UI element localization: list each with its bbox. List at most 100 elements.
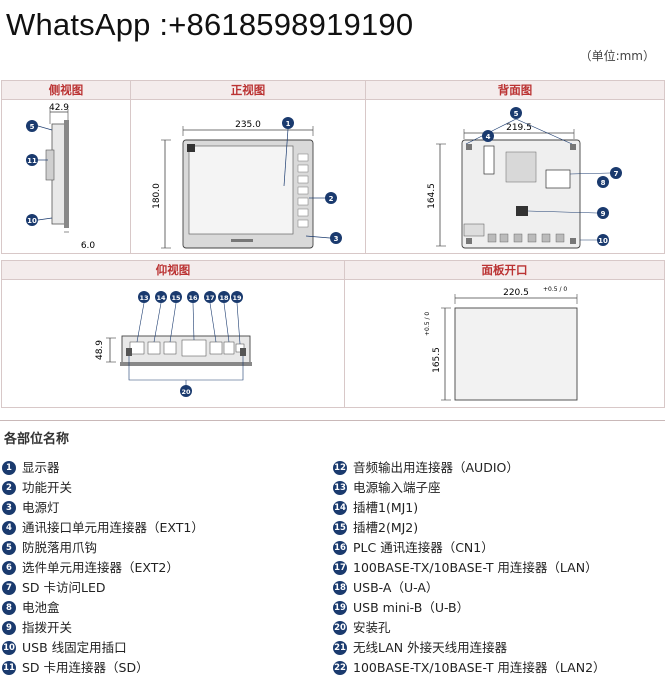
part-label: 电源灯 <box>22 500 60 515</box>
part-label: USB-A（U-A） <box>353 580 439 595</box>
back-callout-4: 4 <box>486 133 491 141</box>
part-label: 防脱落用爪钩 <box>22 540 98 555</box>
part-number-badge: 8 <box>2 601 16 615</box>
back-view-title: 背面图 <box>366 81 664 100</box>
part-label: PLC 通讯连接器（CN1） <box>353 540 494 555</box>
side-callout-10: 10 <box>27 217 37 225</box>
part-number-badge: 9 <box>2 621 16 635</box>
part-item: 15 插槽2(MJ2) <box>333 518 606 538</box>
bottom-callout-19: 19 <box>232 294 242 302</box>
side-dim-bottom: 6.0 <box>81 241 96 251</box>
part-number-badge: 22 <box>333 661 347 675</box>
side-view-panel: 侧视图 42.9 6.0 5 11 10 <box>1 80 131 254</box>
part-number-badge: 17 <box>333 561 347 575</box>
back-dim-height: 164.5 <box>427 183 437 209</box>
side-callout-11: 11 <box>27 157 37 165</box>
part-item: 17 100BASE-TX/10BASE-T 用连接器（LAN） <box>333 558 606 578</box>
bottom-callout-17: 17 <box>205 294 214 302</box>
part-number-badge: 11 <box>2 661 16 675</box>
part-item: 5 防脱落用爪钩 <box>2 538 204 558</box>
cutout-dim-width: 220.5 <box>503 288 529 298</box>
back-view-drawing: 219.5 164.5 5 4 7 8 9 10 <box>427 107 622 249</box>
part-item: 18 USB-A（U-A） <box>333 578 606 598</box>
side-callout-5: 5 <box>30 123 35 131</box>
front-callout-2: 2 <box>329 195 334 203</box>
bottom-view-title: 仰视图 <box>2 261 344 280</box>
part-number-badge: 16 <box>333 541 347 555</box>
cutout-dim-width-tol: +0.5 / 0 <box>543 286 567 293</box>
part-number-badge: 6 <box>2 561 16 575</box>
front-dim-height: 180.0 <box>152 183 162 209</box>
part-item: 8 电池盒 <box>2 598 204 618</box>
part-number-badge: 19 <box>333 601 347 615</box>
bottom-dim-height: 48.9 <box>95 340 105 360</box>
part-item: 20 安装孔 <box>333 618 606 638</box>
part-number-badge: 7 <box>2 581 16 595</box>
part-label: 选件单元用连接器（EXT2） <box>22 560 179 575</box>
side-dim-top: 42.9 <box>49 103 69 113</box>
part-number-badge: 3 <box>2 501 16 515</box>
front-view-title: 正视图 <box>131 81 365 100</box>
part-label: 功能开关 <box>22 480 73 495</box>
part-number-badge: 18 <box>333 581 347 595</box>
part-number-badge: 10 <box>2 641 16 655</box>
bottom-callout-13: 13 <box>139 294 148 302</box>
back-callout-5: 5 <box>514 110 519 118</box>
part-item: 19 USB mini-B（U-B） <box>333 598 606 618</box>
part-label: USB mini-B（U-B） <box>353 600 470 615</box>
part-item: 1 显示器 <box>2 458 204 478</box>
back-dim-width: 219.5 <box>506 123 532 133</box>
bottom-view-panel: 仰视图 48.9 13 14 15 16 17 18 19 20 <box>1 260 345 408</box>
part-number-badge: 5 <box>2 541 16 555</box>
part-label: 插槽1(MJ1) <box>353 500 419 515</box>
cutout-title: 面板开口 <box>345 261 664 280</box>
part-number-badge: 4 <box>2 521 16 535</box>
part-label: 电源输入端子座 <box>353 480 441 495</box>
part-label: 电池盒 <box>22 600 60 615</box>
parts-list-left: 1 显示器 2 功能开关 3 电源灯 4 通讯接口单元用连接器（EXT1） 5 防脱落用爪钩 6 选件… <box>2 458 204 678</box>
part-label: SD 卡用连接器（SD） <box>22 660 149 675</box>
bottom-view-drawing: 48.9 13 14 15 16 17 18 19 20 <box>95 291 252 397</box>
front-callout-3: 3 <box>334 235 339 243</box>
part-label: USB 线固定用插口 <box>22 640 127 655</box>
part-label: 显示器 <box>22 460 60 475</box>
part-number-badge: 15 <box>333 521 347 535</box>
back-callout-10: 10 <box>598 237 608 245</box>
front-view-drawing: 235.0 180.0 1 2 3 <box>152 117 342 249</box>
front-view-panel: 正视图 235.0 180.0 1 2 3 <box>130 80 366 254</box>
part-number-badge: 2 <box>2 481 16 495</box>
back-callout-7: 7 <box>614 170 619 178</box>
part-item: 21 无线LAN 外接天线用连接器 <box>333 638 606 658</box>
cutout-dim-height-tol: +0.5 / 0 <box>424 312 431 336</box>
part-label: 100BASE-TX/10BASE-T 用连接器（LAN） <box>353 560 598 575</box>
front-dim-width: 235.0 <box>235 120 261 130</box>
part-item: 3 电源灯 <box>2 498 204 518</box>
part-label: 安装孔 <box>353 620 391 635</box>
part-number-badge: 14 <box>333 501 347 515</box>
part-label: SD 卡访问LED <box>22 580 106 595</box>
cutout-drawing: 220.5 +0.5 / 0 165.5 +0.5 / 0 <box>424 286 578 401</box>
part-item: 10 USB 线固定用插口 <box>2 638 204 658</box>
part-label: 通讯接口单元用连接器（EXT1） <box>22 520 204 535</box>
part-label: 无线LAN 外接天线用连接器 <box>353 640 508 655</box>
part-label: 插槽2(MJ2) <box>353 520 419 535</box>
part-label: 音频输出用连接器（AUDIO） <box>353 460 519 475</box>
bottom-callout-16: 16 <box>188 294 198 302</box>
front-callout-1: 1 <box>286 120 291 128</box>
bottom-callout-14: 14 <box>156 294 166 302</box>
back-callout-9: 9 <box>601 210 606 218</box>
part-item: 2 功能开关 <box>2 478 204 498</box>
bottom-callout-18: 18 <box>219 294 229 302</box>
part-number-badge: 20 <box>333 621 347 635</box>
unit-note: （单位:mm） <box>579 49 655 63</box>
cutout-panel: 面板开口 220.5 +0.5 / 0 165.5 +0.5 / 0 <box>344 260 665 408</box>
part-item: 4 通讯接口单元用连接器（EXT1） <box>2 518 204 538</box>
part-number-badge: 1 <box>2 461 16 475</box>
side-view-title: 侧视图 <box>2 81 130 100</box>
watermark-banner: WhatsApp :+8618598919190 <box>0 0 434 54</box>
part-number-badge: 21 <box>333 641 347 655</box>
bottom-callout-20: 20 <box>181 388 191 396</box>
